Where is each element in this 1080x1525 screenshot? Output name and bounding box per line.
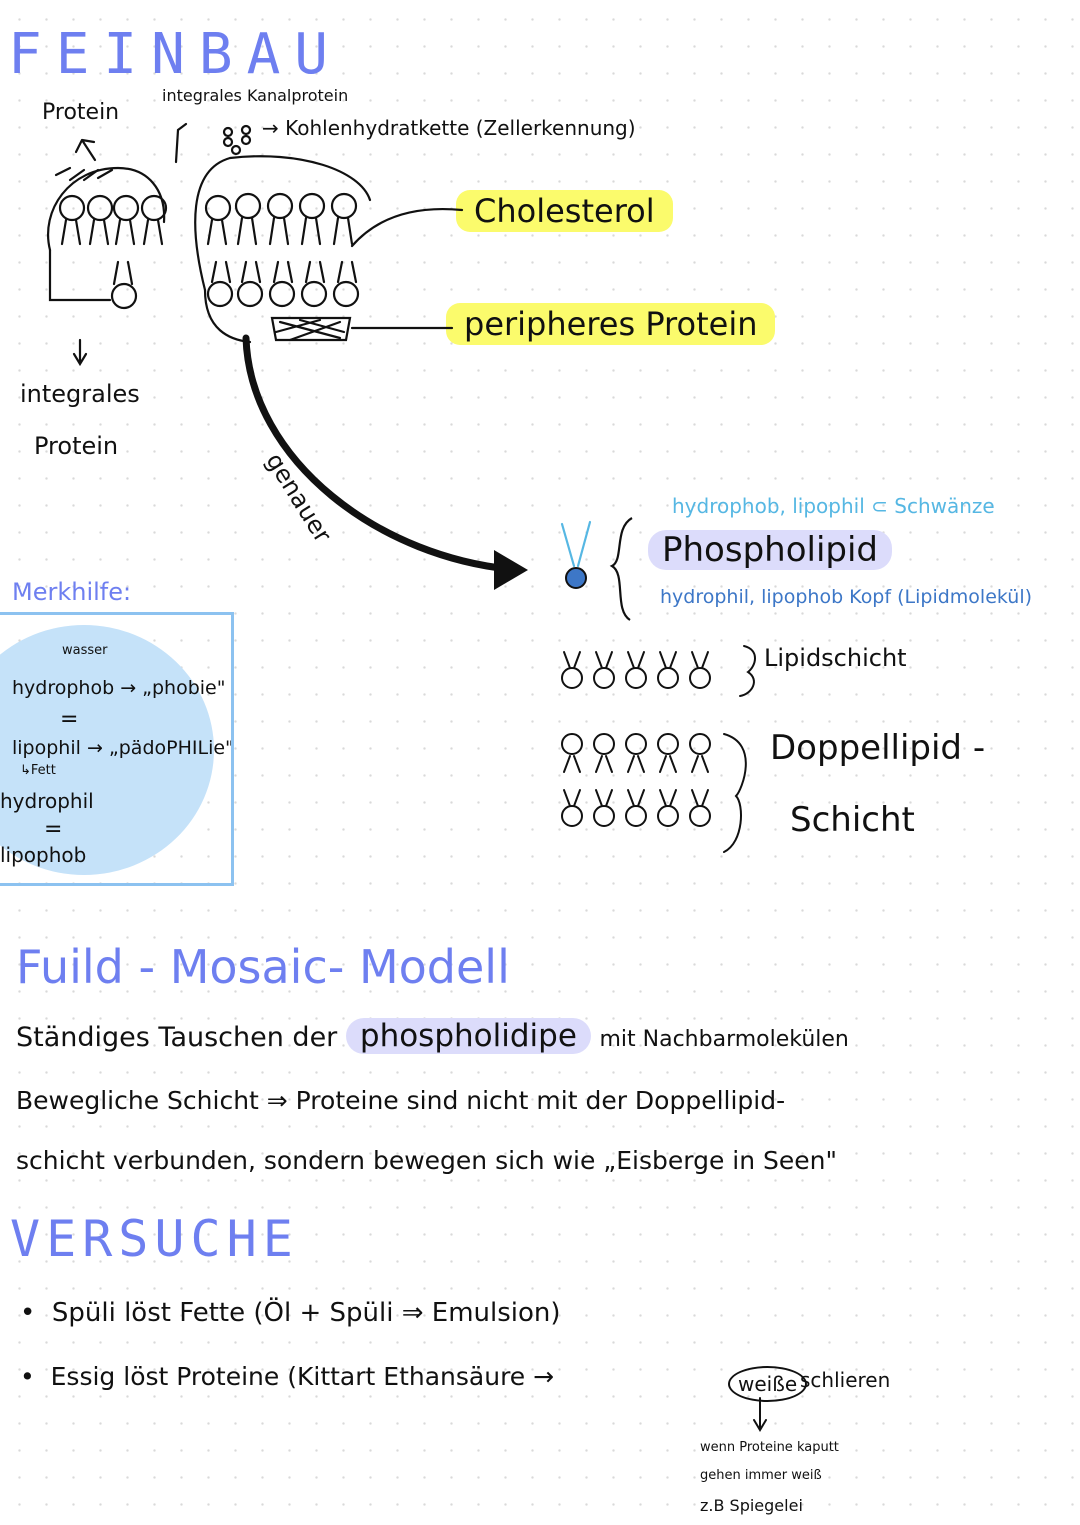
carb-chain-label: → Kohlenhydratkette (Zellerkennung) [262, 116, 636, 140]
merkhilfe-line-2: lipophil → „pädoPHILie" [12, 737, 234, 759]
protein-label: Protein [42, 100, 120, 125]
merkhilfe-circle [0, 625, 214, 875]
merkhilfe-line-3: hydrophil [0, 789, 94, 813]
tail-note: hydrophob, lipophil ⊂ Schwänze [672, 494, 995, 518]
merkhilfe-line-1: hydrophob → „phobie" [12, 677, 226, 699]
versuche-item-1: • Spüli löst Fette (Öl + Spüli ⇒ Emulsio… [20, 1298, 561, 1328]
fluid-line-1b: mit Nachbarmolekülen [599, 1027, 849, 1052]
versuche-item-2: • Essig löst Proteine (Kittart Ethansäur… [20, 1362, 555, 1391]
versuche-note-2: gehen immer weiß [700, 1468, 822, 1483]
fluid-line-1-highlight: phospholidipe [345, 1018, 591, 1054]
versuche-note-1: wenn Proteine kaputt [700, 1440, 839, 1455]
fluid-mosaic-title: Fuild - Mosaic- Modell [16, 940, 510, 994]
integral-protein-label-1: integrales [20, 380, 140, 408]
versuche-note-3: z.B Spiegelei [700, 1496, 803, 1515]
head-note: hydrophil, lipophob Kopf (Lipidmolekül) [660, 586, 1033, 608]
merkhilfe-line-4: lipophob [0, 843, 87, 867]
versuche-title: VERSUCHE [10, 1210, 299, 1268]
cholesterol-label: Cholesterol [456, 190, 673, 232]
double-lipid-label-2: Schicht [790, 800, 915, 840]
merkhilfe-eq-2: = [44, 817, 63, 842]
fluid-line-3: schicht verbunden, sondern bewegen sich … [16, 1146, 838, 1175]
double-lipid-label-1: Doppellipid - [770, 728, 986, 768]
phospholipid-label: Phospholipid [648, 530, 893, 570]
feinbau-title: FEINBAU [8, 22, 343, 87]
peripheral-protein-label: peripheres Protein [446, 303, 776, 345]
fluid-line-1a: Ständiges Tauschen der [16, 1022, 338, 1053]
fluid-line-1: Ständiges Tauschen der phospholidipe mit… [16, 1018, 849, 1054]
integral-protein-label-2: Protein [34, 432, 119, 460]
merkhilfe-wasser: wasser [62, 643, 108, 658]
merkhilfe-box: wasser hydrophob → „phobie" = lipophil →… [0, 612, 234, 886]
merkhilfe-eq-1: = [60, 707, 79, 732]
fluid-line-2: Bewegliche Schicht ⇒ Proteine sind nicht… [16, 1086, 786, 1115]
versuche-item-2-text: Essig löst Proteine (Kittart Ethansäure … [50, 1362, 555, 1391]
circled-weisse: weiße [728, 1366, 808, 1402]
schlieren-label: schlieren [800, 1368, 891, 1392]
merkhilfe-fett: ↳Fett [20, 763, 56, 778]
merkhilfe-title: Merkhilfe: [12, 578, 132, 606]
lipid-layer-label: Lipidschicht [764, 644, 907, 672]
integral-channel-label: integrales Kanalprotein [162, 86, 349, 105]
versuche-item-1-text: Spüli löst Fette (Öl + Spüli ⇒ Emulsion) [51, 1298, 561, 1328]
